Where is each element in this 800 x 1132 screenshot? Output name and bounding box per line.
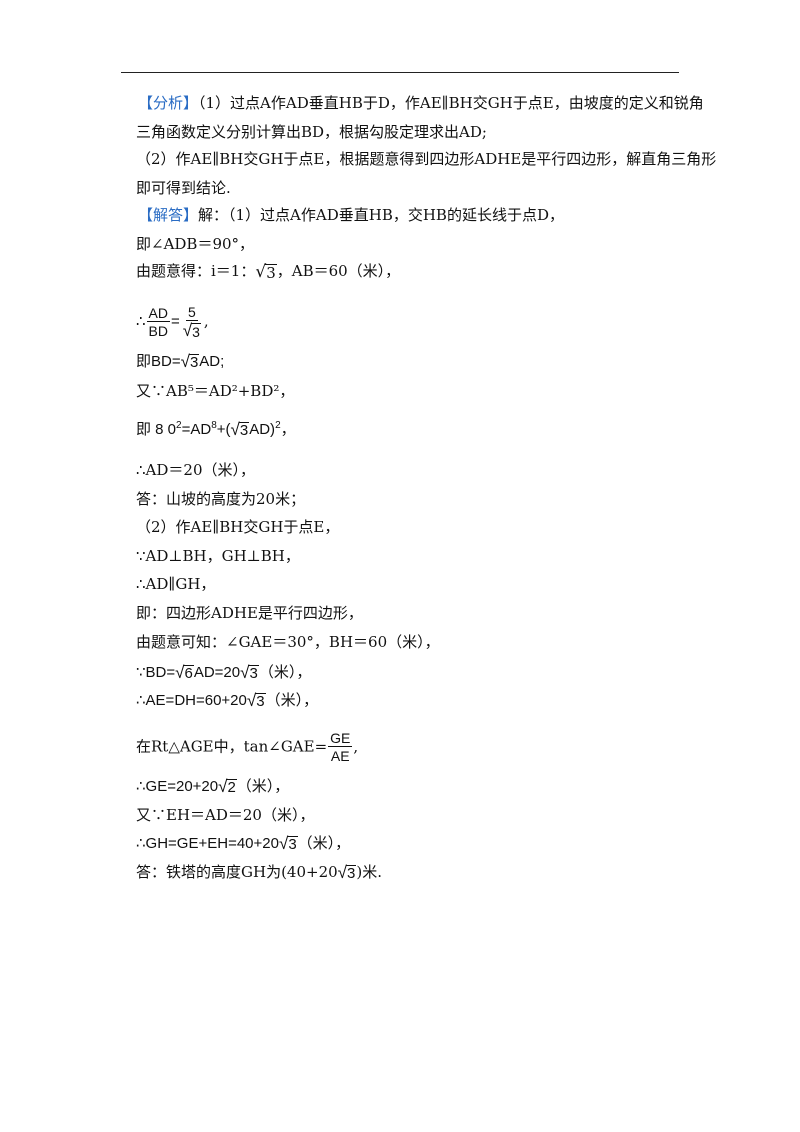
l2-pre: 由题意得：i＝1： (136, 262, 256, 280)
answer-line-10: ∵AD⊥BH，GH⊥BH， (136, 547, 300, 565)
fraction-5-sqrt3: 5√3 (181, 304, 203, 340)
answer-line-9: （2）作AE∥BH交GH于点E， (136, 518, 340, 536)
analysis-line-2: 三角函数定义分别计算出BD，根据勾股定理求出AD; (136, 123, 487, 141)
l17-post: （米）， (236, 777, 290, 795)
answer-line-18: 又∵EH＝AD＝20（米）， (136, 806, 315, 824)
l6-exponent: 8 (211, 420, 217, 431)
sqrt-2: √2 (218, 777, 237, 796)
analysis-line-3: （2）作AE∥BH交GH于点E，根据题意得到四边形ADHE是平行四边形，解直角三… (136, 150, 717, 168)
answer-line-13: 由题意可知：∠GAE＝30°，BH＝60（米）， (136, 633, 440, 651)
analysis-line-4: 即可得到结论. (136, 179, 231, 197)
sqrt-3: √3 (337, 863, 357, 882)
sqrt-value: 3 (346, 865, 357, 882)
answer-line-20: 答：铁塔的高度GH为(40+20√3)米. (136, 861, 382, 883)
sqrt-3: √3 (255, 262, 277, 282)
l4-post: AD; (199, 353, 225, 370)
answer-line-12: 即：四边形ADHE是平行四边形， (136, 604, 363, 622)
l15-post: （米）， (265, 691, 319, 709)
answer-line-1: 即∠ADB＝90°， (136, 235, 255, 253)
answer-line-17: ∴GE=20+20√2（米）， (136, 775, 289, 798)
sqrt-value: 6 (183, 665, 194, 682)
answer-line-intro: 【解答】解：（1）过点A作AD垂直HB，交HB的延长线于点D， (138, 204, 564, 226)
sqrt-value: 3 (265, 264, 277, 282)
therefore-sign: ∴ (136, 312, 146, 331)
l14-pre: ∵BD= (136, 664, 176, 681)
l17-pre: ∴GE=20+20 (136, 778, 219, 795)
l6-exponent-2: 2 (275, 420, 281, 431)
sqrt-value: 3 (238, 422, 250, 440)
analysis-tag: 【分析】 (138, 94, 199, 112)
answer-tag: 【解答】 (138, 206, 199, 224)
answer-line-11: ∴AD∥GH， (136, 575, 216, 593)
header-rule (121, 72, 679, 73)
sqrt-value: 3 (287, 836, 298, 853)
l6-post: ， (280, 421, 296, 438)
answer-line-8: 答：山坡的高度为20米； (136, 490, 306, 508)
l6-pre: 即 8 0 (136, 421, 177, 438)
fraction-numerator: GE (328, 730, 353, 747)
fraction-numerator: 5 (185, 304, 198, 321)
analysis-line-1: 【分析】（1）过点A作AD垂直HB于D，作AE∥BH交GH于点E，由坡度的定义和… (138, 92, 704, 114)
l16-pre: 在Rt△AGE中，tan∠GAE= (136, 737, 328, 756)
answer-line-19: ∴GH=GE+EH=40+20√3（米）， (136, 832, 350, 855)
l2-post: ，AB＝60（米）， (276, 262, 401, 280)
analysis-text-1: （1）过点A作AD垂直HB于D，作AE∥BH交GH于点E，由坡度的定义和锐角 (198, 94, 704, 112)
l20-pre: 答：铁塔的高度GH为(40+20 (136, 863, 338, 881)
l20-post: )米. (356, 863, 382, 881)
fraction-numerator: AD (146, 304, 170, 322)
equals-sign: = (171, 313, 180, 331)
l3-post: , (203, 312, 209, 331)
l14-mid: AD=20 (193, 664, 241, 681)
answer-line-7: ∴AD＝20（米）， (136, 461, 255, 479)
sqrt-value: 2 (226, 779, 237, 796)
sqrt-3: √3 (230, 420, 250, 440)
answer-line-15: ∴AE=DH=60+20√3（米）， (136, 689, 318, 712)
l6-plus: +( (216, 421, 231, 438)
sqrt-3: √3 (278, 834, 298, 853)
sqrt-6: √6 (175, 663, 194, 682)
fraction-denominator: AE (330, 748, 350, 764)
l19-pre: ∴GH=GE+EH=40+20 (136, 835, 279, 852)
answer-line-2: 由题意得：i＝1：√3，AB＝60（米）， (136, 260, 400, 282)
answer-line-5: 又∵AB⁵＝AD²+BD²， (136, 382, 295, 400)
l6-mid: =AD (181, 421, 212, 438)
l15-pre: ∴AE=DH=60+20 (136, 692, 247, 709)
sqrt-value: 3 (191, 323, 201, 341)
sqrt-value: 3 (248, 665, 259, 682)
sqrt-value: 3 (255, 693, 266, 710)
sqrt-3: √3 (240, 663, 259, 682)
sqrt-value: 3 (188, 354, 200, 372)
l16-post: , (353, 737, 359, 756)
sqrt-3: √3 (246, 691, 266, 710)
l6-after: AD) (249, 421, 276, 438)
fraction-denominator: √3 (182, 321, 201, 341)
answer-intro: 解：（1）过点A作AD垂直HB，交HB的延长线于点D， (198, 206, 564, 224)
l14-post: （米）， (258, 663, 312, 681)
fraction-denominator: BD (148, 322, 168, 339)
l4-pre: 即BD= (136, 353, 181, 370)
sqrt-3: √3 (180, 352, 200, 372)
l19-post: （米）， (297, 834, 351, 852)
